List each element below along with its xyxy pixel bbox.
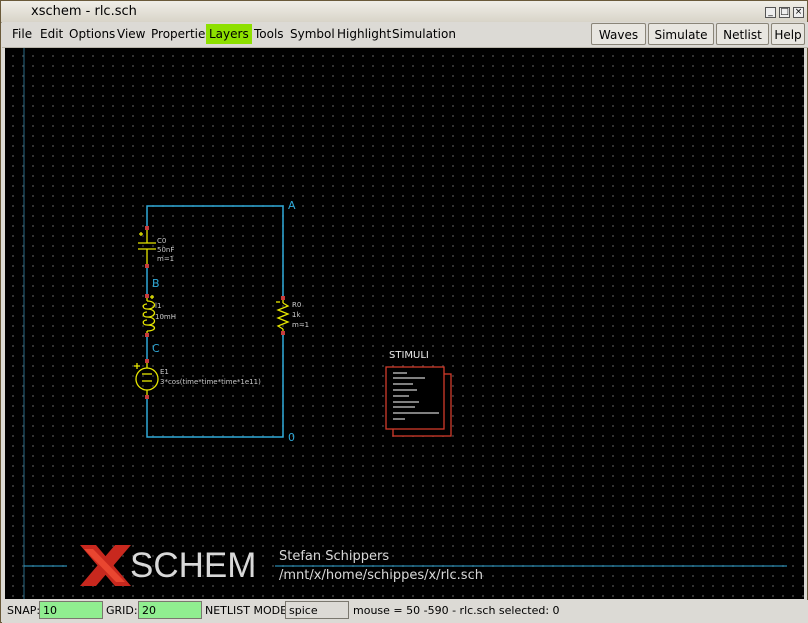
- net-label-b: B: [152, 277, 160, 290]
- window-title: xschem - rlc.sch: [31, 4, 137, 19]
- r0-pin-top: [281, 296, 285, 300]
- help-button[interactable]: Help: [771, 23, 805, 45]
- c0-name: C0: [157, 237, 166, 245]
- menu-simulation[interactable]: Simulation: [389, 24, 459, 44]
- xschem-logo-text: SCHEM: [130, 546, 256, 586]
- minimize-icon[interactable]: _: [765, 7, 776, 18]
- resistor-r0-symbol[interactable]: [276, 298, 288, 333]
- stimuli-icon[interactable]: [386, 367, 451, 436]
- schematic-path: /mnt/x/home/schippes/x/rlc.sch: [279, 568, 483, 583]
- grid-input[interactable]: 20: [138, 601, 202, 619]
- simulate-button[interactable]: Simulate: [648, 23, 714, 45]
- c0-pin-top: [145, 226, 149, 230]
- netlist-button[interactable]: Netlist: [716, 23, 769, 45]
- l1-name: l1: [155, 302, 161, 310]
- r0-mult: m=1: [292, 321, 309, 329]
- e1-expression: 3*cos(time*time*time*1e11): [160, 378, 261, 386]
- net-label-c: C: [152, 342, 160, 355]
- waves-button[interactable]: Waves: [591, 23, 646, 45]
- e1-name: E1: [160, 368, 169, 376]
- l1-value: 10mH: [155, 313, 176, 321]
- menu-options[interactable]: Options: [66, 24, 118, 44]
- capacitor-c0-symbol[interactable]: [138, 228, 156, 266]
- schematic-drawing: [5, 48, 804, 599]
- menu-file[interactable]: File: [9, 24, 35, 44]
- l1-pin-top: [145, 294, 149, 298]
- xschem-logo-x: [80, 545, 131, 586]
- mouse-info: mouse = 50 -590 - rlc.sch selected: 0: [353, 604, 560, 617]
- r0-value: 1k: [292, 311, 301, 319]
- menu-properties[interactable]: Properties: [148, 24, 215, 44]
- l1-pin-bottom: [145, 333, 149, 337]
- close-icon[interactable]: ×: [793, 7, 804, 18]
- menu-layers[interactable]: Layers: [206, 24, 252, 44]
- e1-pin-top: [145, 359, 149, 363]
- menu-symbol[interactable]: Symbol: [287, 24, 338, 44]
- menu-tools[interactable]: Tools: [251, 24, 287, 44]
- status-bar: SNAP: 10 GRID: 20 NETLIST MODE: spice mo…: [2, 600, 808, 623]
- grid-label: GRID:: [106, 604, 138, 617]
- inductor-l1-symbol[interactable]: [143, 295, 154, 335]
- source-e1-symbol[interactable]: [134, 361, 158, 399]
- netlist-mode-field[interactable]: spice: [285, 601, 349, 619]
- title-bar: xschem - rlc.sch _ □ ×: [1, 1, 807, 23]
- c0-value: 50nF: [157, 246, 174, 254]
- stimuli-label: STIMULI: [389, 350, 429, 361]
- c0-mult: m=1: [157, 255, 174, 263]
- r0-pin-bottom: [281, 331, 285, 335]
- snap-label: SNAP:: [7, 604, 40, 617]
- wires: [147, 206, 283, 437]
- menu-view[interactable]: View: [114, 24, 148, 44]
- c0-pin-bottom: [145, 264, 149, 268]
- e1-pin-bottom: [145, 395, 149, 399]
- maximize-icon[interactable]: □: [779, 7, 790, 18]
- author-name: Stefan Schippers: [279, 549, 389, 564]
- net-label-0: 0: [288, 431, 295, 444]
- menu-highlight[interactable]: Highlight: [334, 24, 394, 44]
- menu-bar: File Edit Options View Properties Layers…: [2, 22, 808, 48]
- net-label-a: A: [288, 199, 296, 212]
- menu-edit[interactable]: Edit: [37, 24, 66, 44]
- r0-name: R0: [292, 301, 301, 309]
- netlist-mode-label: NETLIST MODE:: [205, 604, 291, 617]
- snap-input[interactable]: 10: [39, 601, 103, 619]
- schematic-canvas[interactable]: A B C 0 C0 50nF m=1 l1 10mH R0 1k m=1 E1…: [5, 48, 804, 599]
